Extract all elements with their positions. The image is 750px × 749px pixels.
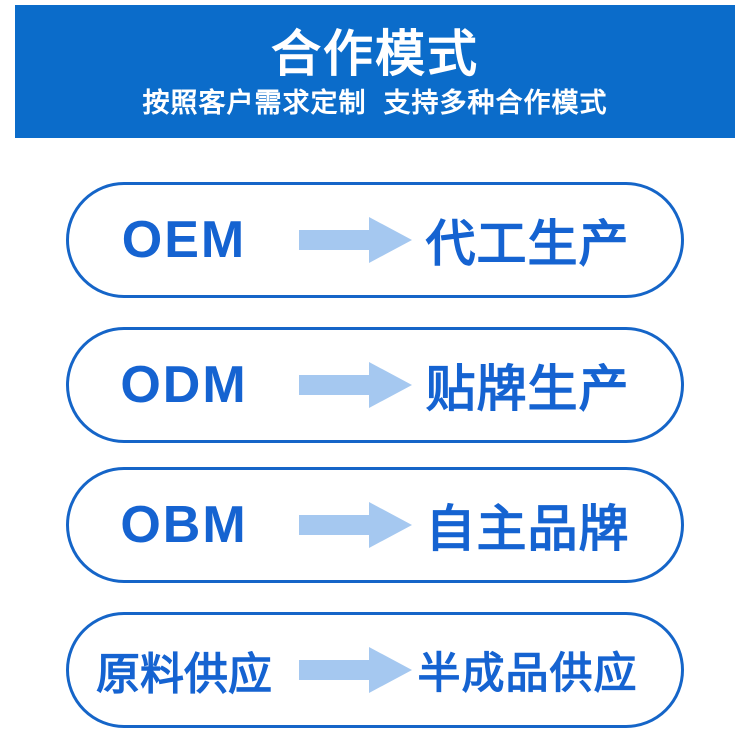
mode-code-raw-material: 原料供应 (96, 650, 272, 699)
mode-description-odm: 贴牌生产 (425, 361, 630, 417)
mode-description-raw-material: 半成品供应 (417, 650, 638, 698)
page-subtitle: 按照客户需求定制 支持多种合作模式 (142, 87, 608, 118)
arrow-right-icon (299, 360, 414, 410)
mode-row-oem: OEM 代工生产 (66, 182, 684, 298)
page-title: 合作模式 (271, 26, 479, 83)
mode-row-obm: OBM 自主品牌 (66, 467, 684, 583)
mode-code-obm: OBM (120, 496, 248, 554)
mode-row-odm: ODM 贴牌生产 (66, 327, 684, 443)
arrow-right-icon (299, 645, 414, 695)
header-banner: 合作模式 按照客户需求定制 支持多种合作模式 (15, 5, 735, 138)
mode-description-oem: 代工生产 (425, 216, 630, 272)
arrow-right-icon (299, 215, 414, 265)
mode-row-raw-material: 原料供应 半成品供应 (66, 612, 684, 728)
mode-description-obm: 自主品牌 (425, 501, 630, 557)
mode-code-odm: ODM (120, 356, 248, 414)
arrow-right-icon (299, 500, 414, 550)
mode-code-oem: OEM (121, 211, 247, 269)
